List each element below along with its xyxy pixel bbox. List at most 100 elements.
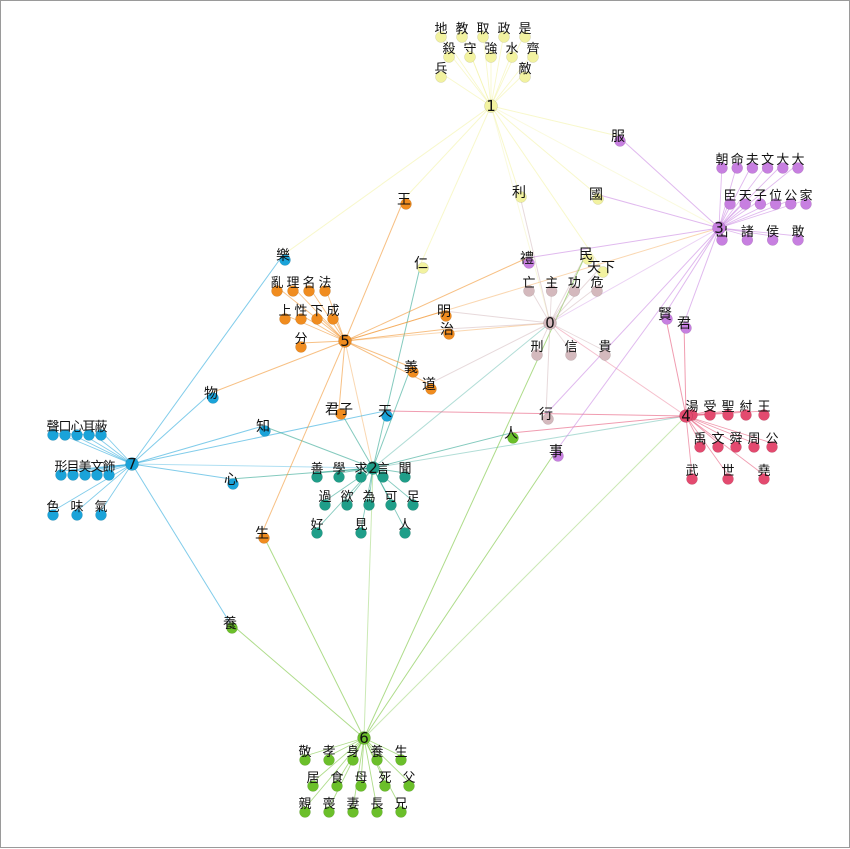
edge-bridge	[262, 425, 374, 469]
leaf-node: 父	[402, 771, 416, 792]
leaf-node-label: 為	[362, 489, 375, 505]
edge-leaf	[718, 163, 768, 229]
leaf-node-dot	[299, 754, 311, 766]
leaf-node-label: 命	[731, 152, 744, 168]
leaf-node: 名	[302, 275, 316, 297]
leaf-node: 孝	[322, 745, 336, 766]
edge-leaf	[469, 52, 492, 107]
leaf-node: 善	[310, 461, 324, 483]
cluster-hub-dot	[366, 461, 380, 475]
leaf-node-dot	[599, 349, 611, 361]
leaf-node: 死	[378, 771, 392, 792]
leaf-node: 可	[384, 490, 398, 511]
leaf-node: 好	[310, 518, 324, 539]
edge-bridge	[229, 622, 365, 739]
leaf-node-dot	[331, 780, 343, 792]
edge-bridge	[372, 432, 512, 469]
leaf-node-dot	[443, 51, 455, 63]
leaf-node-label: 母	[354, 771, 367, 786]
leaf-node-dot	[407, 499, 419, 511]
edge-bridge	[420, 105, 492, 264]
leaf-node-dot	[519, 71, 531, 83]
leaf-node-dot	[498, 31, 510, 43]
edge-leaf	[718, 199, 761, 229]
leaf-node-label: 好	[310, 518, 323, 533]
leaf-node: 夫	[746, 153, 759, 174]
bridge-node-label: 養	[223, 615, 237, 632]
leaf-node: 地	[434, 22, 448, 43]
bridge-node-label: 王	[397, 192, 411, 208]
edge-bridge	[683, 322, 687, 417]
edge-bridge	[518, 191, 551, 324]
edge-hub-6-4	[363, 415, 687, 739]
leaf-node-label: 法	[318, 276, 331, 291]
bridge-node-dot	[417, 262, 429, 274]
edge-leaf	[718, 227, 799, 237]
leaf-node-label: 父	[402, 771, 415, 786]
cluster-hub-3: 3	[712, 219, 726, 237]
bridge-node-label: 君子	[325, 402, 353, 418]
leaf-node: 見	[354, 518, 368, 539]
edge-leaf	[685, 415, 693, 476]
edge-bridge	[131, 410, 386, 465]
bridge-node: 知	[256, 418, 271, 437]
leaf-node-dot	[355, 471, 367, 483]
leaf-node-label: 見	[354, 518, 367, 533]
leaf-node-dot	[319, 285, 331, 297]
leaf-node-dot	[766, 234, 779, 246]
bridge-node-label: 人	[504, 426, 518, 442]
leaf-node-dot	[71, 509, 83, 521]
leaf-node-label: 敵	[518, 61, 531, 77]
leaf-node: 文	[761, 153, 774, 174]
bridge-node-dot	[614, 135, 626, 147]
leaf-node-label: 耳	[82, 420, 95, 435]
leaf-node-dot	[758, 473, 770, 485]
cluster-hub-dot	[679, 409, 693, 423]
leaf-node: 舜	[729, 432, 743, 453]
leaf-node-label: 公	[784, 189, 797, 204]
cluster-hub-label: 7	[127, 455, 137, 473]
leaf-node-dot	[403, 780, 415, 792]
leaf-node-label: 氣	[94, 500, 107, 515]
leaf-node-label: 色	[46, 499, 59, 515]
leaf-node-label: 形	[54, 460, 67, 475]
leaf-node-label: 人	[398, 518, 411, 533]
bridge-node-dot	[227, 478, 239, 490]
leaf-node-label: 功	[568, 276, 581, 291]
leaf-node-dot	[722, 409, 734, 421]
edge-leaf	[490, 52, 534, 107]
edge-hub-1-3	[490, 105, 720, 229]
leaf-node-label: 紂	[739, 400, 752, 415]
edge-leaf	[685, 415, 737, 444]
bridge-node: 利	[512, 185, 527, 203]
leaf-node-dot	[323, 806, 335, 818]
leaf-node: 飾	[102, 460, 116, 481]
leaf-node-label: 臣	[723, 189, 736, 204]
leaf-node-label: 上	[278, 304, 291, 319]
leaf-node: 言	[376, 462, 390, 483]
leaf-node-label: 世	[721, 464, 734, 479]
leaf-node: 聲	[46, 419, 60, 441]
leaf-node-dot	[716, 234, 728, 246]
edge-leaf	[685, 415, 765, 476]
leaf-node-label: 大	[776, 153, 789, 168]
bridge-node-label: 心	[224, 472, 238, 488]
leaf-node: 水	[505, 42, 519, 63]
edge-hub-2-4	[372, 415, 687, 469]
bridge-node-dot	[443, 328, 455, 340]
bridge-node: 天	[378, 404, 393, 422]
edge-leaf	[718, 163, 753, 229]
edge-bridge	[384, 410, 687, 417]
leaf-node: 色	[46, 499, 60, 521]
edge-bridge	[549, 253, 587, 324]
leaf-node-dot	[371, 754, 383, 766]
leaf-node: 政	[497, 22, 511, 43]
edge-bridge	[131, 392, 212, 465]
leaf-node-label: 周	[747, 432, 760, 447]
bridge-node-label: 生	[255, 526, 269, 542]
edge-leaf	[304, 737, 365, 757]
leaf-node-dot	[333, 471, 345, 483]
leaf-node-dot	[730, 441, 742, 453]
edge-bridge	[490, 105, 619, 137]
leaf-node: 上	[278, 304, 292, 325]
